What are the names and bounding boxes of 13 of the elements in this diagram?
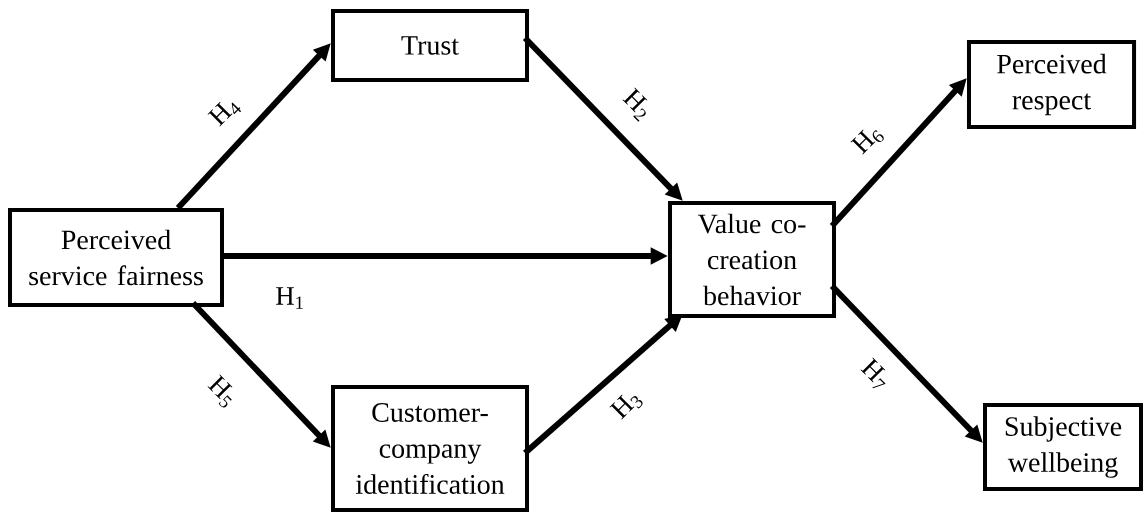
concept-box: Perceived service fairness [8, 208, 224, 307]
edge-label: H$_{6}$ [850, 129, 884, 155]
concept-box: Subjective wellbeing [983, 403, 1143, 491]
edge-label: H$_{4}$ [207, 101, 242, 127]
concept-box: Value co-creation behavior [668, 200, 836, 319]
edge-label: H$_{5}$ [207, 374, 233, 408]
concept-box: Trust [331, 8, 529, 83]
edge-label: H$_{1}$ [276, 287, 303, 309]
edge-label: H$_{3}$ [609, 394, 643, 420]
concept-box: Perceived respect [967, 39, 1137, 130]
edge-label: H$_{7}$ [860, 357, 886, 389]
concept-box: Customer-company identification [331, 385, 529, 512]
edge-label: H$_{2}$ [622, 87, 648, 122]
